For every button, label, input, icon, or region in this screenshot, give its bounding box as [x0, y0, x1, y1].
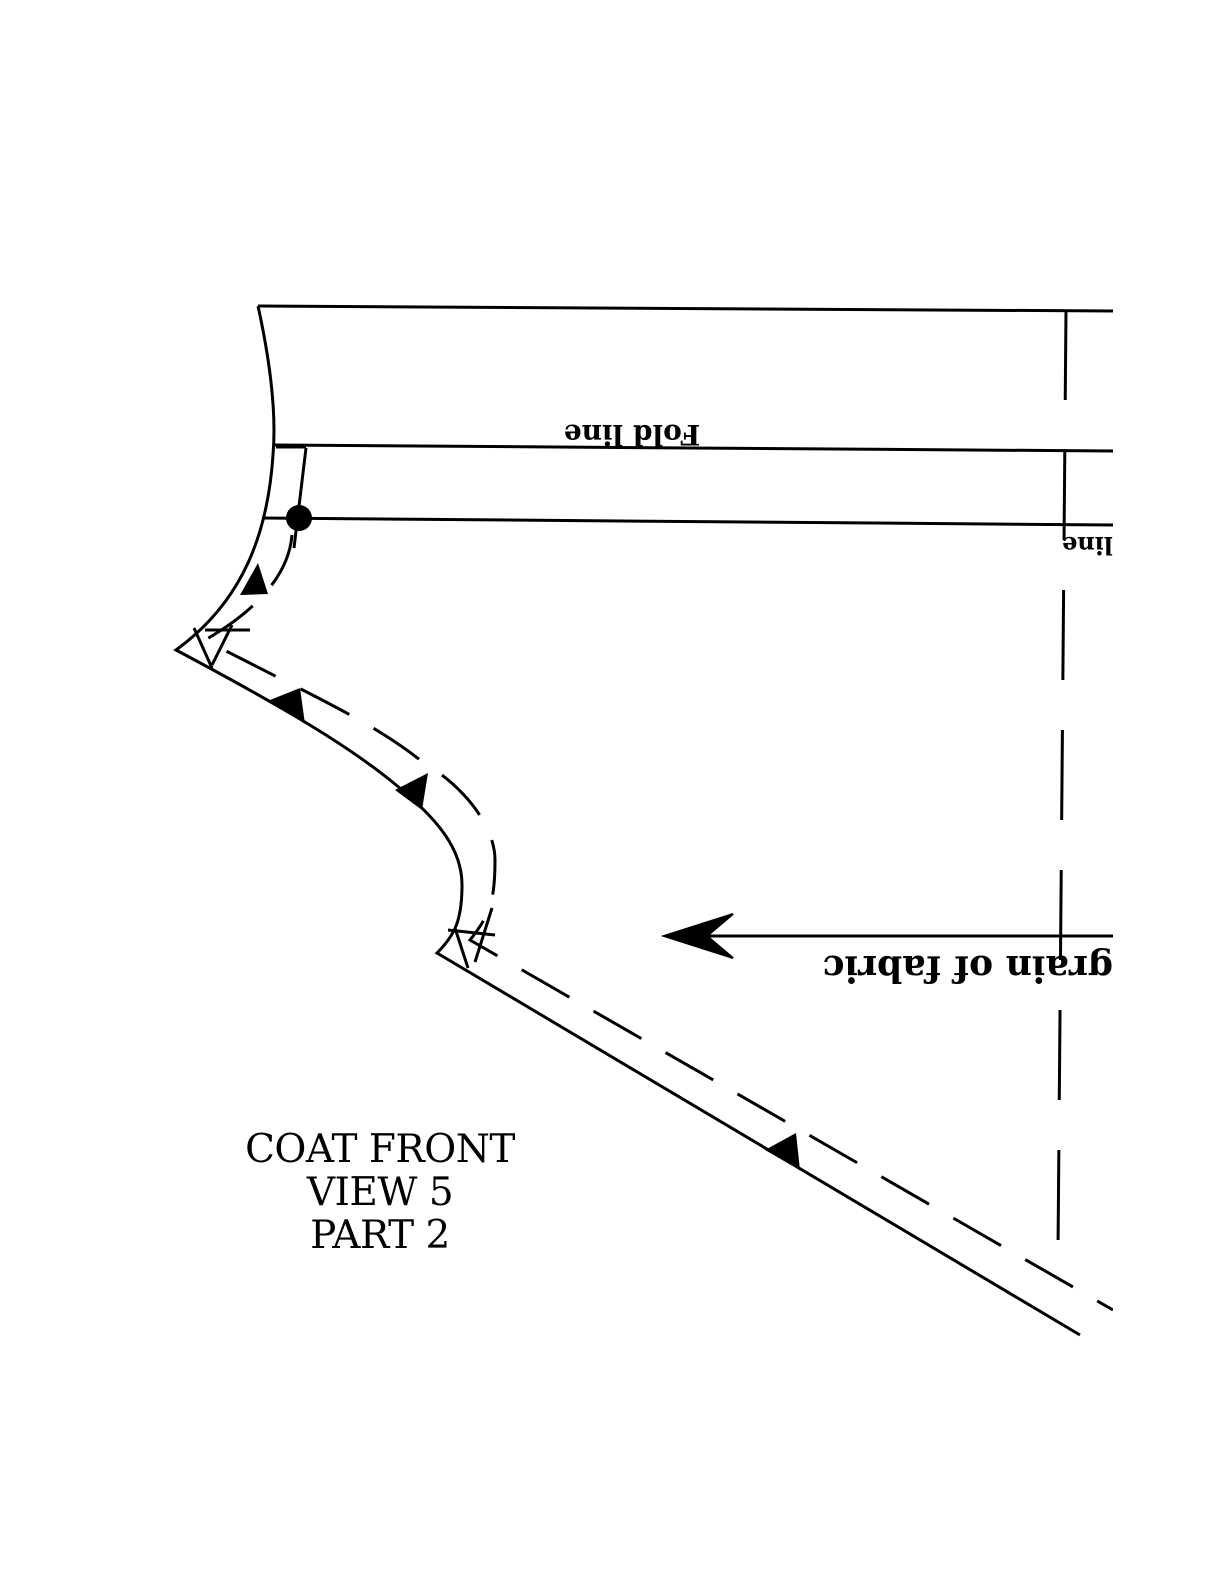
fold-line [274, 443, 1113, 453]
neck-corner-mark-b [210, 624, 234, 666]
grain-label: grain of fabric [823, 947, 1113, 989]
top-edge [257, 304, 1113, 313]
facing-line [261, 516, 1113, 527]
cut-line [173, 305, 1081, 1337]
notch-icon [765, 1133, 800, 1170]
notch-icon [395, 773, 428, 810]
collar-seam-mark [292, 447, 308, 549]
fold-line-label: Fold line [564, 418, 700, 451]
notch-icon [270, 688, 305, 724]
armhole-corner-mark-a [453, 927, 470, 969]
grainline-arrow-icon [660, 913, 734, 959]
pattern-title: COAT FRONT VIEW 5 PART 2 [180, 1128, 580, 1257]
title-line-1: COAT FRONT [245, 1127, 515, 1172]
armhole-corner-mark-c [447, 928, 496, 937]
line-label: line [1062, 531, 1113, 560]
neck-corner-mark-a [192, 627, 214, 669]
match-dot-icon [286, 505, 312, 531]
notch-icon [240, 563, 268, 595]
title-line-2: VIEW 5 [306, 1170, 454, 1215]
center-front-line [1056, 309, 1068, 1251]
seam-allowance-line [201, 534, 1113, 1312]
title-line-3: PART 2 [310, 1213, 450, 1258]
